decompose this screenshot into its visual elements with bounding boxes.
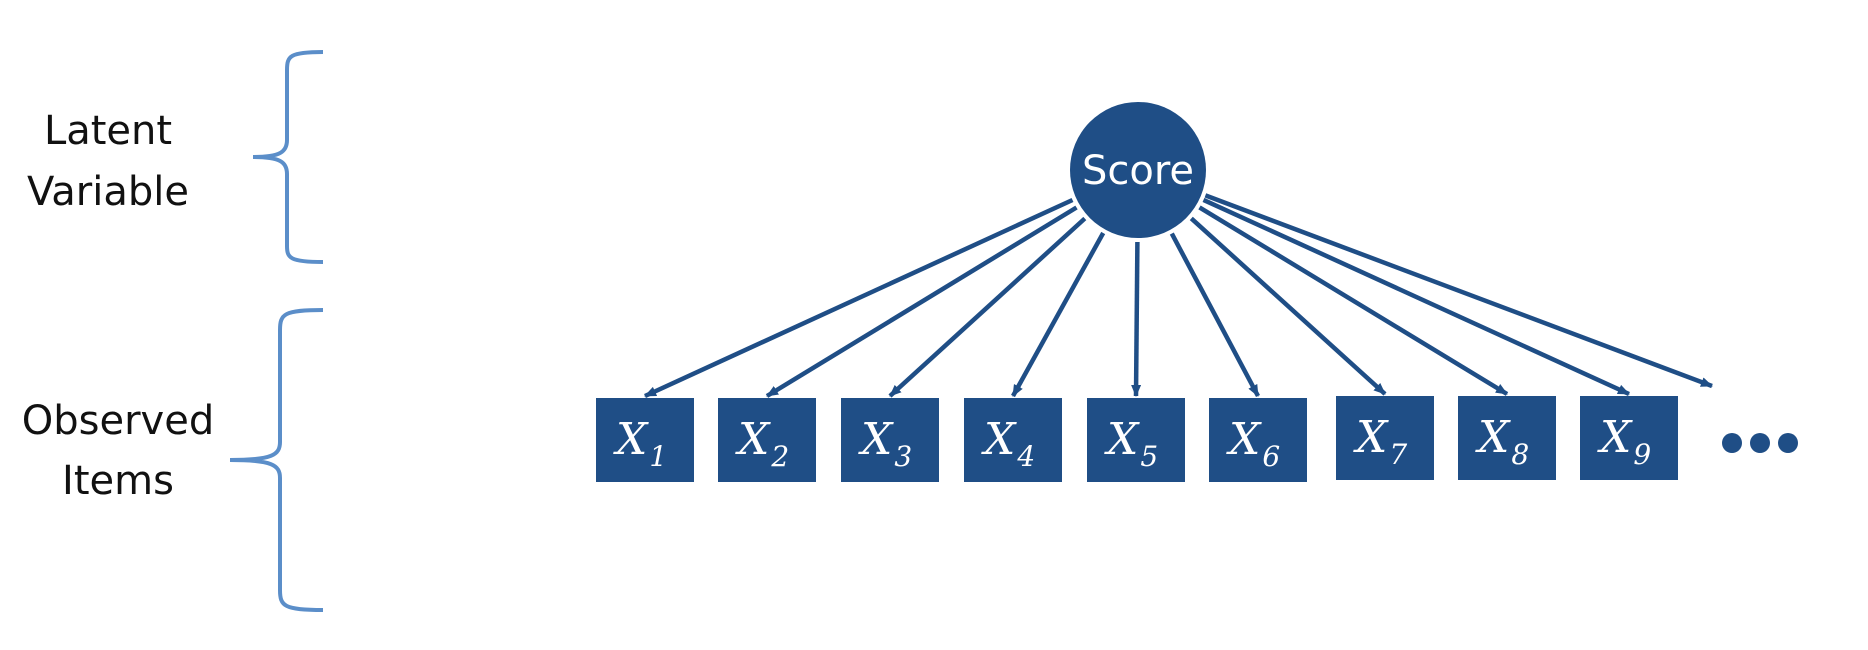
loading-arrows: [644, 193, 1713, 399]
observed-item-box-7: [1336, 396, 1434, 480]
observed-item-label-4: X4: [981, 414, 1035, 473]
loading-arrow-more: [1204, 193, 1713, 389]
loading-arrow-4: [1011, 231, 1106, 398]
observed-item-box-4: [964, 398, 1062, 482]
observed-item-box-3: [841, 398, 939, 482]
observed-label-line1: Observed: [22, 398, 214, 444]
observed-item-box-2: [718, 398, 816, 482]
loading-arrow-2: [765, 205, 1078, 398]
observed-item-label-6: X6: [1226, 414, 1280, 473]
observed-item-box-1: [596, 398, 694, 482]
loading-arrow-8: [1198, 205, 1509, 396]
latent-label-line1: Latent: [44, 108, 172, 154]
observed-brace: [229, 308, 324, 612]
latent-score-label: Score: [1082, 148, 1194, 194]
observed-item-box-5: [1087, 398, 1185, 482]
loading-arrow-7: [1189, 216, 1387, 396]
ellipsis-more-items: [1722, 433, 1798, 453]
loading-arrow-3: [888, 216, 1087, 398]
observed-item-box-8: [1458, 396, 1556, 480]
latent-label-line2: Variable: [27, 169, 189, 215]
loading-arrow-6: [1169, 232, 1260, 398]
latent-brace: [252, 50, 324, 264]
loading-arrow-1: [644, 197, 1074, 399]
loading-arrow-5: [1131, 241, 1142, 397]
observed-label-line2: Items: [62, 458, 174, 504]
observed-item-box-9: [1580, 396, 1678, 480]
observed-item-box-6: [1209, 398, 1307, 482]
latent-score-node: [1070, 102, 1206, 238]
loading-arrow-9: [1202, 197, 1630, 397]
observed-item-label-8: X8: [1475, 412, 1529, 471]
